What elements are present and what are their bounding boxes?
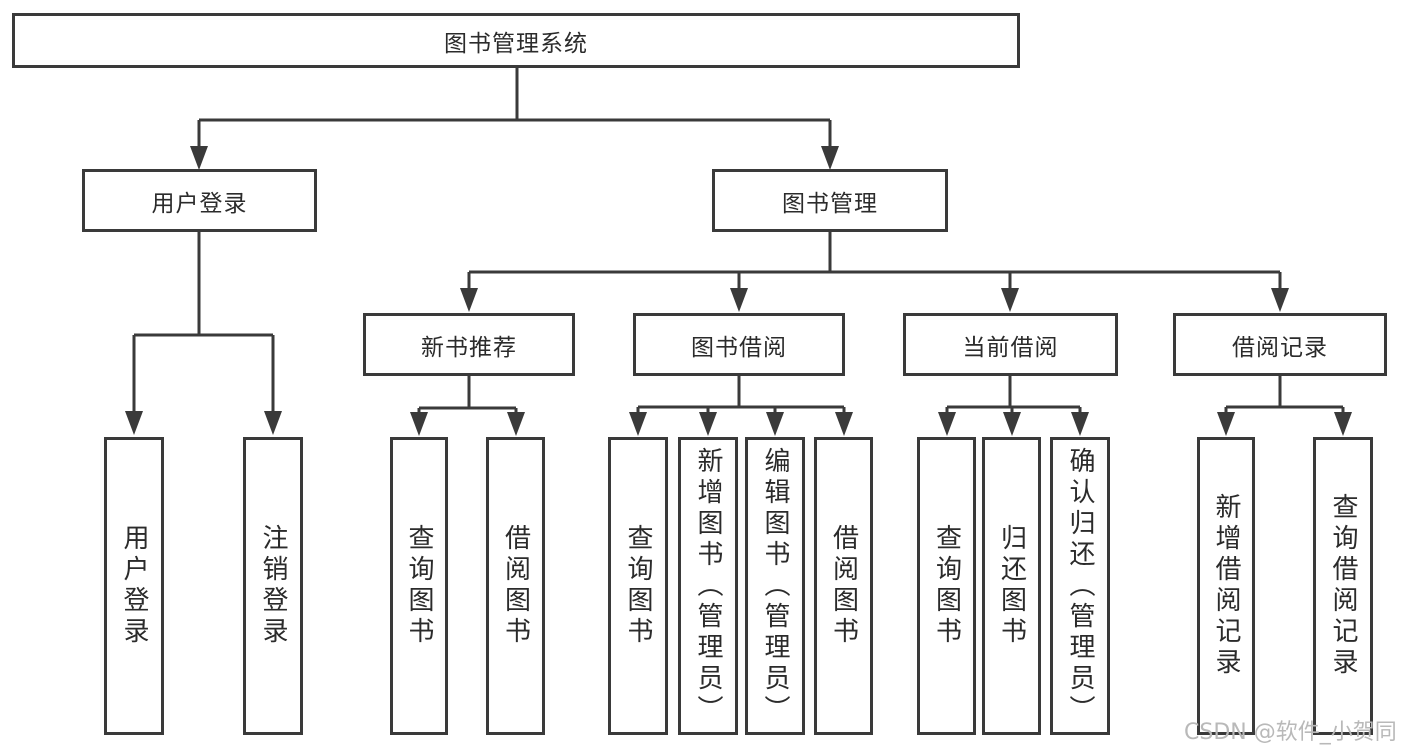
- leaf-return-books: 归还图书: [982, 437, 1041, 735]
- leaf-label: 借阅图书: [828, 524, 859, 648]
- leaf-query-books-1: 查询图书: [390, 437, 448, 735]
- leaf-borrow-books-2: 借阅图书: [814, 437, 873, 735]
- leaf-query-books-3: 查询图书: [917, 437, 976, 735]
- node-library-system: 图书管理系统: [12, 13, 1020, 68]
- node-label: 图书管理系统: [444, 30, 588, 57]
- leaf-label: 用户登录: [119, 524, 149, 648]
- node-label: 当前借阅: [962, 334, 1059, 361]
- leaf-borrow-books-1: 借阅图书: [486, 437, 545, 735]
- node-book-borrow: 图书借阅: [633, 313, 845, 376]
- leaf-label: 注销登录: [258, 524, 288, 648]
- node-book-management: 图书管理: [712, 169, 948, 232]
- leaf-label: 查询图书: [404, 524, 434, 648]
- leaf-label: 查询借阅记录: [1328, 493, 1358, 679]
- node-label: 借阅记录: [1232, 334, 1328, 361]
- node-label: 图书借阅: [691, 334, 787, 361]
- leaf-add-book-admin: 新增图书（管理员）: [678, 437, 738, 735]
- leaf-query-books-2: 查询图书: [608, 437, 668, 735]
- node-label: 新书推荐: [421, 334, 517, 361]
- leaf-user-login: 用户登录: [104, 437, 164, 735]
- node-new-book-recommend: 新书推荐: [363, 313, 575, 376]
- node-current-borrow: 当前借阅: [903, 313, 1118, 376]
- leaf-confirm-return-admin: 确认归还（管理员）: [1050, 437, 1110, 735]
- node-label: 用户登录: [151, 190, 248, 217]
- leaf-query-borrow-record: 查询借阅记录: [1313, 437, 1373, 735]
- node-user-login: 用户登录: [82, 169, 317, 232]
- leaf-label: 查询图书: [623, 524, 653, 648]
- leaf-add-borrow-record: 新增借阅记录: [1197, 437, 1255, 735]
- watermark-text: CSDN @软件_小贺同学: [1184, 720, 1397, 745]
- leaf-label: 借阅图书: [500, 524, 531, 648]
- node-label: 图书管理: [782, 190, 878, 217]
- leaf-label: 编辑图书（管理员）: [760, 446, 790, 726]
- leaf-logout: 注销登录: [243, 437, 303, 735]
- leaf-label: 新增图书（管理员）: [693, 446, 723, 726]
- leaf-edit-book-admin: 编辑图书（管理员）: [745, 437, 805, 735]
- leaf-label: 确认归还（管理员）: [1065, 446, 1095, 726]
- node-borrow-records: 借阅记录: [1173, 313, 1387, 376]
- leaf-label: 查询图书: [931, 524, 962, 648]
- leaf-label: 归还图书: [996, 524, 1027, 648]
- leaf-label: 新增借阅记录: [1211, 493, 1241, 679]
